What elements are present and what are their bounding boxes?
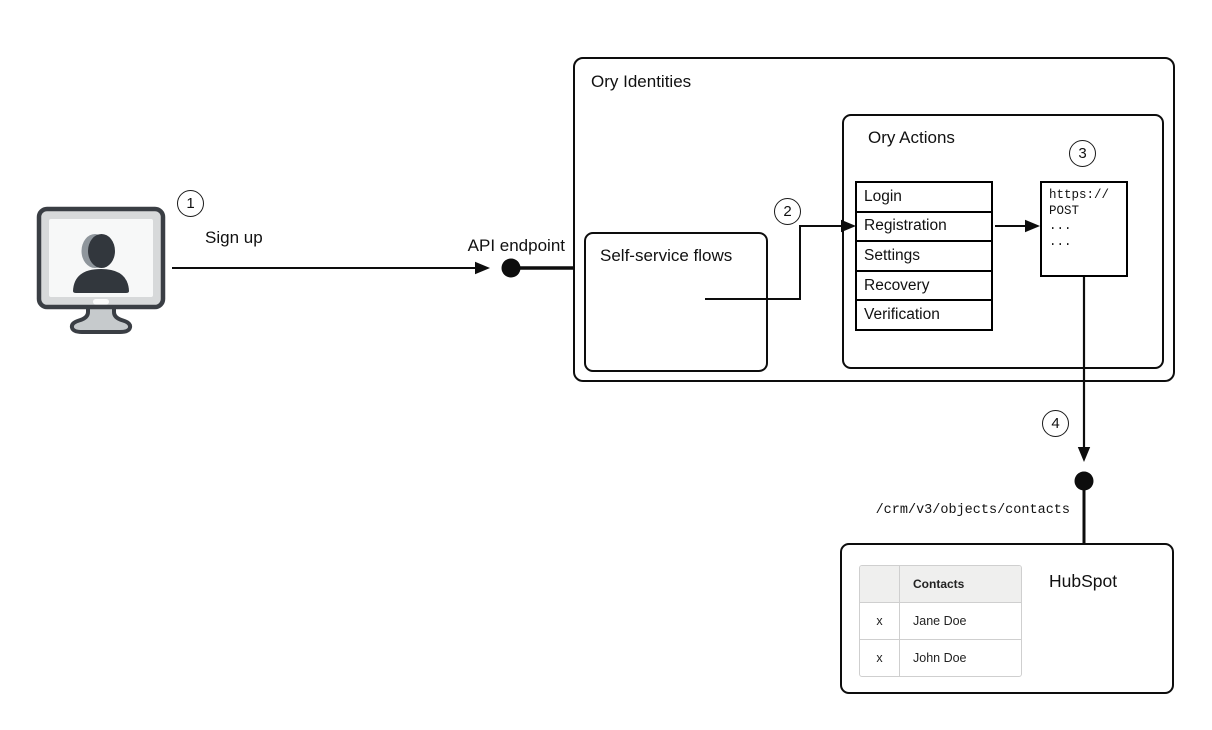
step-1-badge: 1 <box>177 190 204 217</box>
flow-row-registration: Registration <box>857 213 991 243</box>
step-3-number: 3 <box>1078 145 1087 162</box>
step-3-badge: 3 <box>1069 140 1096 167</box>
flow-row-verification: Verification <box>864 306 940 324</box>
contact-name: John Doe <box>913 651 967 665</box>
flow-row-recovery: Recovery <box>857 272 991 302</box>
contact-marker: x <box>860 640 900 676</box>
contacts-table: Contacts x Jane Doe x John Doe <box>859 565 1022 677</box>
hubspot-box: HubSpot Contacts x Jane Doe x John Doe <box>840 543 1174 694</box>
api-endpoint-label: API endpoint <box>467 236 565 255</box>
contacts-header-label: Contacts <box>913 577 965 591</box>
ory-actions-box: Ory Actions <box>842 114 1164 369</box>
user-on-monitor-icon <box>36 206 166 334</box>
step-4-number: 4 <box>1051 415 1060 432</box>
signup-arrow <box>172 261 490 275</box>
contacts-table-row: x Jane Doe <box>860 603 1021 640</box>
webhook-code-line: ... <box>1049 234 1072 249</box>
self-service-flows-table: Login Registration Settings Recovery Ver… <box>855 181 993 331</box>
webhook-request-box: https:// POST ... ... <box>1040 181 1128 277</box>
hubspot-title: HubSpot <box>1049 571 1118 591</box>
step-4-badge: 4 <box>1042 410 1069 437</box>
contacts-table-row: x John Doe <box>860 640 1021 676</box>
webhook-code-line: POST <box>1049 203 1080 218</box>
signup-label: Sign up <box>205 228 263 247</box>
contact-name: Jane Doe <box>913 614 967 628</box>
ory-actions-title: Ory Actions <box>868 128 955 147</box>
step-2-badge: 2 <box>774 198 801 225</box>
self-service-flows-box: Self-service flows <box>584 232 768 372</box>
flow-row-login: Login <box>857 183 991 213</box>
ory-identities-box: Ory Identities Self-service flows Ory Ac… <box>573 57 1175 382</box>
webhook-code-line: ... <box>1049 219 1072 233</box>
step-1-number: 1 <box>186 195 195 212</box>
contacts-table-header-row: Contacts <box>860 566 1021 603</box>
contacts-header-empty-cell <box>860 566 900 602</box>
hubspot-endpoint-path-label: /crm/v3/objects/contacts <box>875 503 1070 518</box>
step-2-number: 2 <box>783 203 792 220</box>
api-endpoint-dot <box>501 258 521 278</box>
webhook-code-line: https:// <box>1049 188 1110 202</box>
hubspot-endpoint-dot <box>1074 471 1094 491</box>
contact-marker: x <box>860 603 900 639</box>
self-service-flows-title: Self-service flows <box>600 246 733 265</box>
ory-identities-title: Ory Identities <box>591 72 692 91</box>
flow-row-settings: Settings <box>857 242 991 272</box>
